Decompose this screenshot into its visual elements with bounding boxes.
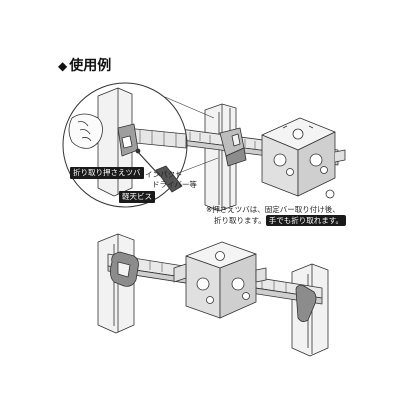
callout-fold-tab: 折り取り押さえツバ (70, 167, 144, 179)
bottom-left-clip (110, 251, 139, 287)
bottom-right-clip (295, 285, 317, 322)
top-outlet-box (261, 117, 346, 199)
note-line2-text: 折り取ります。 (214, 216, 266, 225)
bottom-outlet-box (173, 241, 267, 319)
section-title: ◆使用例 (58, 55, 111, 75)
note-line1: ※押さえツバは、固定バー取り付け後、 (206, 205, 340, 214)
callout-driver-line2: ドライバー等 (152, 180, 197, 189)
diamond-marker-icon: ◆ (58, 59, 68, 73)
top-clip (219, 127, 247, 167)
callout-driver-line1: インパクト (145, 170, 183, 179)
note-line2: 折り取ります。手でも折り取れます。 (214, 215, 346, 226)
note-emphasis-badge: 手でも折り取れます。 (265, 215, 346, 226)
section-title-text: 使用例 (69, 58, 112, 74)
callout-light-screw: 軽天ビス (119, 191, 155, 203)
